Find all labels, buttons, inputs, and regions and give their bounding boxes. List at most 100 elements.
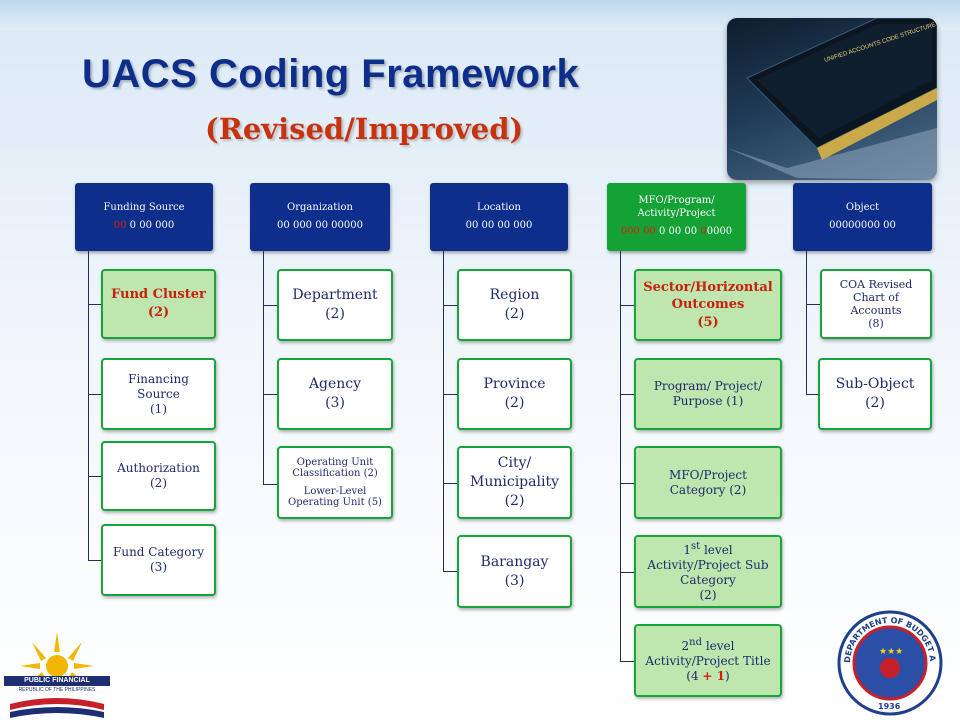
column-code: 00000000 00 — [829, 220, 896, 231]
node-count: (2) — [699, 587, 717, 602]
node-barangay: Barangay (3) — [457, 535, 572, 608]
connector-tick — [620, 483, 634, 484]
node-mfo-project-category: MFO/Project Category (2) — [634, 446, 782, 519]
node-province: Province (2) — [457, 358, 572, 430]
node-department: Department (2) — [277, 269, 393, 341]
column-code: 00 00 00 000 — [465, 220, 533, 231]
node-count: (2) — [325, 306, 345, 322]
node-label: Sub-Object — [835, 376, 915, 393]
node-label: Sector/Horizontal Outcomes — [643, 279, 773, 313]
dbm-seal-logo: DEPARTMENT OF BUDGET AND MANAGEMENT ★★★ … — [834, 610, 943, 716]
connector-tick — [88, 476, 101, 477]
node-count: (3) — [150, 560, 167, 574]
connector-tick — [263, 394, 277, 395]
node-count: (8) — [868, 317, 884, 331]
column-title: MFO/Program/ Activity/Project — [637, 195, 716, 219]
connector-line — [263, 251, 264, 485]
column-title: Object — [845, 201, 880, 213]
node-region: Region (2) — [457, 269, 572, 341]
connector-tick — [620, 661, 634, 662]
node-coa-revised-chart: COA Revised Chart of Accounts (8) — [820, 269, 932, 339]
connector-line — [443, 251, 444, 572]
connector-tick — [443, 483, 457, 484]
slide-title: UACS Coding Framework — [82, 52, 580, 96]
connector-tick — [620, 572, 634, 573]
node-count: (5) — [697, 314, 719, 330]
column-title: Funding Source — [103, 201, 185, 213]
node-second-level-activity: 2nd level Activity/Project Title (4 + 1) — [634, 624, 782, 697]
node-label: Authorization — [117, 461, 200, 475]
node-label: Department — [292, 287, 378, 304]
column-header-funding-source: Funding Source 00 0 00 000 — [75, 183, 213, 251]
node-fund-cluster: Fund Cluster (2) — [101, 269, 216, 339]
node-city-municipality: City/ Municipality (2) — [457, 446, 572, 519]
node-label: Barangay — [480, 553, 549, 570]
column-code: 00 0 00 000 — [114, 220, 174, 233]
node-label: Province — [483, 376, 546, 393]
code-rest: 0 00 000 — [126, 220, 175, 231]
dbm-seal-year: 1936 — [878, 702, 901, 711]
node-count: (2) — [150, 476, 167, 490]
code-highlight: 00 — [113, 220, 127, 231]
seal-stars: ★★★ — [879, 647, 903, 657]
connector-tick — [806, 304, 820, 305]
connector-tick — [620, 394, 634, 395]
node-label: Region — [489, 287, 540, 304]
node-label: 2nd level Activity/Project Title — [645, 637, 771, 668]
connector-tick — [263, 305, 277, 306]
manual-book-graphic: UNIFIED ACCOUNTS CODE STRUCTURE MANUAL — [727, 18, 937, 180]
code-highlight: 0 — [700, 226, 707, 238]
node-label-lower-level: Lower-Level Operating Unit (5) — [288, 485, 382, 509]
uacs-manual-photo: UNIFIED ACCOUNTS CODE STRUCTURE MANUAL — [727, 18, 937, 180]
connector-tick — [88, 304, 101, 305]
node-label: MFO/Project Category (2) — [669, 467, 747, 497]
connector-tick — [443, 305, 457, 306]
node-count: (4 + 1) — [686, 669, 730, 683]
node-count: (2) — [865, 395, 885, 411]
node-count: (2) — [504, 492, 525, 509]
column-code: 000 00 0 00 00 00000 — [621, 226, 732, 239]
connector-tick — [443, 571, 457, 572]
connector-tick — [806, 394, 820, 395]
connector-tick — [263, 484, 277, 485]
connector-tick — [88, 394, 101, 395]
node-label: Program/ Project/ Purpose (1) — [653, 379, 763, 408]
node-count: (2) — [504, 306, 525, 322]
node-label: Financing Source — [128, 371, 189, 401]
pfm-logo-text: PUBLIC FINANCIAL MANAGEMENT — [4, 676, 110, 694]
node-label: 1st level Activity/Project Sub Category — [647, 540, 769, 587]
node-agency: Agency (3) — [277, 358, 393, 430]
pfm-sun-logo — [10, 632, 104, 718]
node-sector-horizontal-outcomes: Sector/Horizontal Outcomes (5) — [634, 269, 782, 341]
node-label: Fund Cluster — [111, 287, 206, 303]
code-mid: 0 00 00 — [655, 226, 701, 238]
column-title: Location — [477, 201, 521, 213]
node-count: (3) — [325, 395, 345, 411]
node-fund-category: Fund Category (3) — [101, 524, 216, 596]
node-financing-source: Financing Source (1) — [101, 358, 216, 430]
connector-tick — [88, 560, 101, 561]
code-highlight: 000 00 — [620, 226, 656, 238]
node-sub-object: Sub-Object (2) — [818, 358, 932, 430]
node-operating-unit: Operating Unit Classification (2) Lower-… — [277, 446, 393, 519]
node-first-level-activity: 1st level Activity/Project Sub Category … — [634, 535, 782, 608]
code-end: 0000 — [706, 226, 733, 238]
node-label-classification: Operating Unit Classification (2) — [292, 456, 378, 480]
svg-text:★★★: ★★★ — [879, 647, 903, 657]
node-authorization: Authorization (2) — [101, 441, 216, 511]
column-header-mfo-program: MFO/Program/ Activity/Project 000 00 0 0… — [607, 183, 746, 251]
node-label: COA Revised Chart of Accounts — [839, 277, 913, 317]
node-count: (2) — [504, 395, 525, 411]
column-header-object: Object 00000000 00 — [793, 183, 932, 251]
pfm-logo-subtext: REPUBLIC OF THE PHILIPPINES — [18, 687, 96, 693]
node-count: (3) — [504, 572, 525, 589]
node-count: (2) — [147, 305, 170, 320]
connector-line — [88, 251, 89, 561]
node-count: (1) — [150, 401, 167, 416]
column-title: Organization — [287, 201, 353, 213]
column-code: 00 000 00 00000 — [277, 220, 363, 231]
column-header-organization: Organization 00 000 00 00000 — [250, 183, 390, 251]
slide-subtitle: (Revised/Improved) — [205, 112, 524, 146]
connector-line — [806, 251, 807, 395]
connector-tick — [620, 305, 634, 306]
